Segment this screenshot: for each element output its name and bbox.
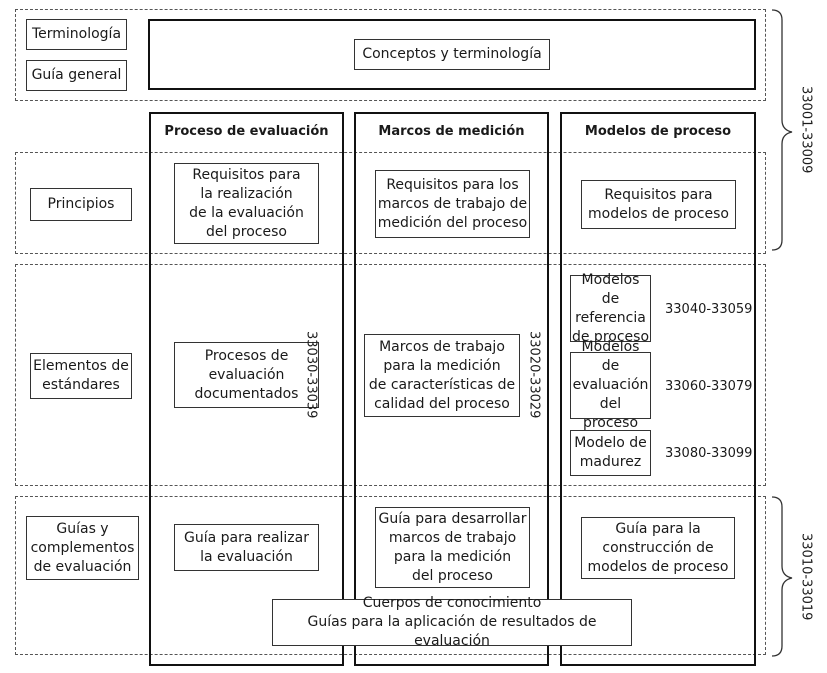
code-33020: 33020-33029 (526, 331, 542, 419)
column-marcos-medicion (354, 112, 549, 666)
guia-desarrollar-box: Guía para desarrollar marcos de trabajo … (375, 507, 530, 588)
guia-realizar-box: Guía para realizar la evaluación (174, 524, 319, 571)
procesos-documentados-box: Procesos de evaluación documentados (174, 342, 319, 408)
requisitos-modelos-box: Requisitos para modelos de proceso (581, 180, 736, 229)
code-33060: 33060-33079 (665, 378, 753, 394)
marcos-trabajo-box: Marcos de trabajo para la medición de ca… (364, 334, 520, 417)
code-33080: 33080-33099 (665, 445, 753, 461)
modelo-madurez-box: Modelo de madurez (570, 430, 651, 476)
modelos-referencia-box: Modelos de referencia de proceso (570, 271, 651, 345)
column-proceso-evaluacion (149, 112, 344, 666)
guia-general-box: Guía general (26, 60, 127, 91)
column-modelos-proceso (560, 112, 756, 666)
code-33030: 33030-33039 (303, 331, 319, 419)
terminologia-box: Terminología (26, 19, 127, 50)
column-header-proceso: Proceso de evaluación (164, 124, 329, 139)
requisitos-marcos-box: Requisitos para los marcos de trabajo de… (375, 170, 530, 238)
guias-row (15, 496, 766, 655)
brace-33001 (771, 9, 793, 251)
column-header-marcos: Marcos de medición (378, 124, 525, 139)
conceptos-frame (148, 19, 756, 90)
row-label-elementos: Elementos de estándares (30, 353, 132, 399)
code-33040: 33040-33059 (665, 301, 753, 317)
brace-33010 (771, 496, 793, 657)
top-group (15, 9, 766, 101)
code-33010: 33010-33019 (798, 533, 814, 621)
row-label-guias: Guías y complementos de evaluación (26, 516, 139, 580)
cuerpos-conocimiento-box: Cuerpos de conocimiento Guías para la ap… (272, 595, 632, 649)
code-33001: 33001-33009 (798, 86, 814, 174)
principios-row (15, 152, 766, 254)
requisitos-realizacion-box: Requisitos para la realización de la eva… (174, 163, 319, 244)
row-label-principios: Principios (30, 188, 132, 221)
elementos-row (15, 264, 766, 486)
column-header-modelos: Modelos de proceso (584, 124, 732, 139)
guia-construccion-box: Guía para la construcción de modelos de … (581, 517, 735, 579)
conceptos-box: Conceptos y terminología (354, 39, 550, 70)
